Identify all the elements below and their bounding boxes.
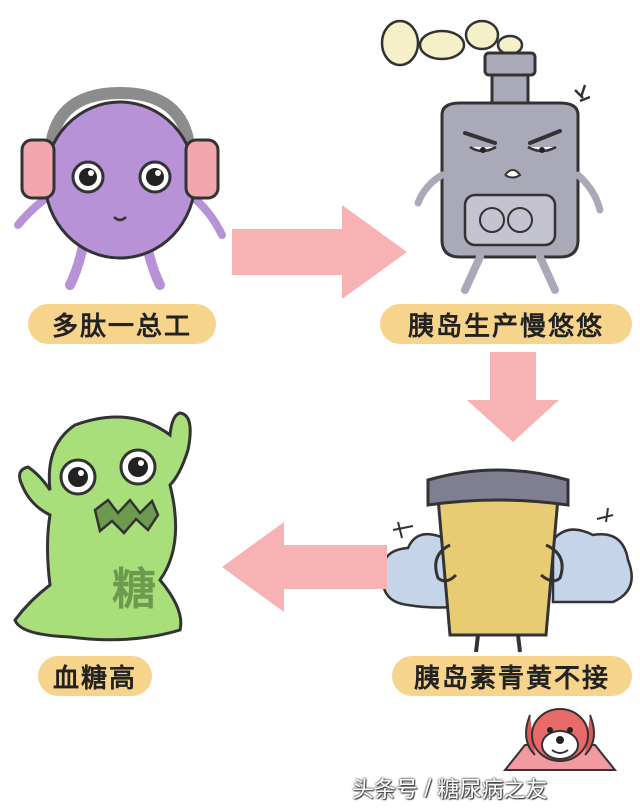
step-label-islet: 胰岛生产慢悠悠: [380, 304, 632, 344]
sugar-blob-character: [10, 405, 220, 645]
arrow-down-icon: [467, 352, 559, 442]
pancreatic-islet-character: [370, 15, 635, 300]
watermark-separator: /: [424, 775, 432, 801]
insulin-character: [378, 460, 638, 655]
watermark-account: 糖尿病之友: [437, 778, 548, 803]
blob-sugar-text: 糖: [112, 564, 156, 615]
step-label-high-blood-sugar: 血糖高: [38, 656, 152, 696]
watermark: 头条号 / 糖尿病之友: [352, 773, 632, 804]
polypeptide-character: [10, 85, 230, 295]
mascot-dog-icon: [500, 700, 620, 778]
watermark-source: 头条号: [352, 778, 419, 803]
step-label-insulin: 胰岛素青黄不接: [392, 656, 632, 696]
step-label-polypeptide: 多肽一总工: [28, 304, 216, 344]
arrow-right-icon: [232, 205, 407, 300]
arrow-left-icon: [222, 522, 387, 612]
